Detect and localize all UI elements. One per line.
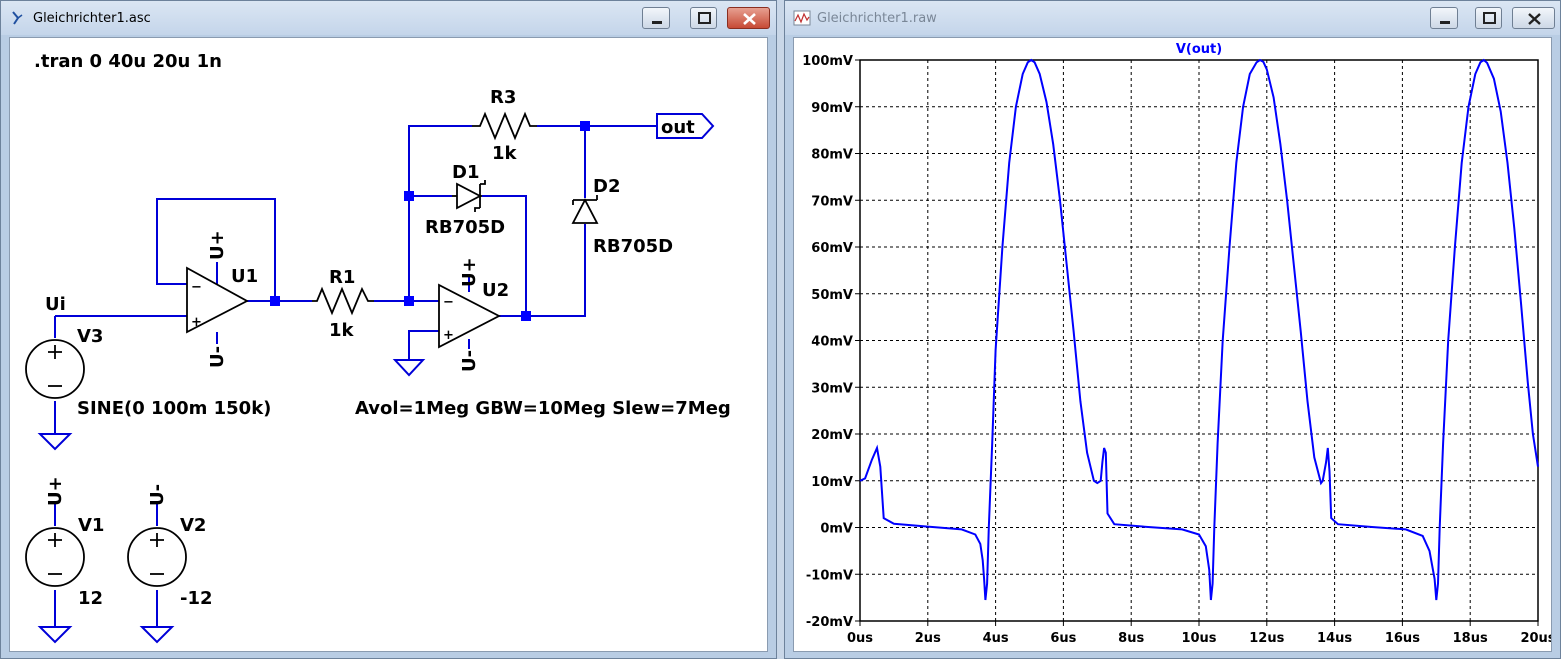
y-tick-label: 100mV bbox=[802, 54, 853, 69]
waveform-plot-pane[interactable]: V(out) 0us 2us 4us 6us 8us 10us 12us 14us 16us 18… bbox=[793, 37, 1552, 652]
minimize-button[interactable] bbox=[642, 7, 670, 29]
schematic-canvas[interactable]: .tran 0 40u 20u 1n bbox=[9, 37, 768, 652]
v2-value: -12 bbox=[180, 588, 213, 609]
y-tick-label: 40mV bbox=[811, 335, 853, 350]
x-tick-label: 8us bbox=[1118, 631, 1144, 646]
x-tick-label: 2us bbox=[915, 631, 941, 646]
x-tick-label: 18us bbox=[1453, 631, 1488, 646]
y-tick-label: -10mV bbox=[806, 568, 853, 583]
chart-title[interactable]: V(out) bbox=[1176, 42, 1222, 57]
waveform-window: Gleichrichter1.raw V(out) 0us 2us 4us 6us 8u… bbox=[784, 0, 1561, 659]
x-tick-label: 4us bbox=[983, 631, 1009, 646]
waveform-plot[interactable]: V(out) 0us 2us 4us 6us 8us 10us 12us 14us 16us 18… bbox=[794, 38, 1552, 652]
x-tick-label: 14us bbox=[1317, 631, 1352, 646]
close-icon bbox=[1528, 13, 1541, 25]
minimize-icon bbox=[1440, 21, 1450, 24]
diode-d1[interactable]: D1 RB705D bbox=[425, 162, 505, 238]
waveform-titlebar[interactable]: Gleichrichter1.raw bbox=[785, 1, 1560, 35]
y-tick-label: 0mV bbox=[820, 522, 853, 537]
u2-supply-minus: U- bbox=[459, 350, 480, 372]
maximize-icon bbox=[698, 12, 711, 24]
diode-d2[interactable]: D2 RB705D bbox=[571, 176, 673, 257]
d2-model: RB705D bbox=[593, 236, 673, 257]
waveform-window-title: Gleichrichter1.raw bbox=[817, 11, 937, 26]
net-label-out[interactable]: out bbox=[656, 113, 715, 139]
ltspice-app-icon bbox=[12, 11, 23, 25]
x-tick-label: 16us bbox=[1385, 631, 1420, 646]
v1-label: V1 bbox=[78, 515, 104, 536]
d1-label: D1 bbox=[452, 162, 479, 183]
voltage-source-v3[interactable]: Ui V3 SINE(0 100m 150k) bbox=[25, 294, 271, 419]
v1-net-label: U+ bbox=[45, 476, 66, 506]
ground-symbols bbox=[37, 359, 426, 644]
maximize-button[interactable] bbox=[690, 7, 717, 29]
close-icon bbox=[743, 13, 756, 25]
u1-minus-pin: − bbox=[191, 280, 202, 295]
voltage-source-v1[interactable]: U+ V1 12 bbox=[25, 476, 104, 609]
x-tick-label: 6us bbox=[1050, 631, 1076, 646]
maximize-icon bbox=[1483, 12, 1496, 24]
d1-model: RB705D bbox=[425, 217, 505, 238]
opamp-params[interactable]: Avol=1Meg GBW=10Meg Slew=7Meg bbox=[355, 398, 731, 419]
r3-label: R3 bbox=[490, 87, 516, 108]
d2-label: D2 bbox=[593, 176, 620, 197]
trace-v-out[interactable] bbox=[859, 58, 1539, 601]
voltage-source-v2[interactable]: U- V2 -12 bbox=[127, 484, 213, 609]
v3-label: V3 bbox=[77, 326, 103, 347]
x-tick-label: 10us bbox=[1181, 631, 1216, 646]
schematic-window-title: Gleichrichter1.asc bbox=[33, 11, 151, 26]
opamp-u2[interactable]: − + U2 U+ U- bbox=[438, 257, 509, 372]
waveform-app-icon bbox=[793, 10, 811, 26]
resistor-r1[interactable]: R1 1k bbox=[312, 267, 374, 341]
y-tick-label: 50mV bbox=[811, 288, 853, 303]
plot-frame bbox=[859, 59, 1539, 622]
out-label: out bbox=[661, 117, 695, 138]
y-tick-label: 70mV bbox=[811, 194, 853, 209]
schematic-drawing[interactable]: .tran 0 40u 20u 1n bbox=[10, 38, 768, 652]
u1-label: U1 bbox=[231, 266, 258, 287]
u2-minus-pin: − bbox=[443, 295, 454, 310]
y-tick-label: 60mV bbox=[811, 241, 853, 256]
u2-plus-pin: + bbox=[443, 328, 454, 343]
y-tick-label: 80mV bbox=[811, 148, 853, 163]
close-button[interactable] bbox=[1512, 7, 1555, 29]
schematic-window: Gleichrichter1.asc .tran 0 40u 20u 1n bbox=[0, 0, 777, 659]
axis-ticks: 0us 2us 4us 6us 8us 10us 12us 14us 16us 18us 20us -… bbox=[802, 54, 1552, 646]
plot-grid bbox=[860, 60, 1538, 621]
wires bbox=[54, 125, 657, 627]
opamp-u1[interactable]: − + U1 U+ U- bbox=[186, 230, 258, 368]
y-tick-label: 30mV bbox=[811, 381, 853, 396]
maximize-button[interactable] bbox=[1475, 7, 1502, 29]
u2-supply-plus: U+ bbox=[459, 257, 480, 287]
resistor-r3[interactable]: R3 1k bbox=[472, 87, 537, 164]
u1-supply-plus: U+ bbox=[207, 230, 228, 260]
r3-value: 1k bbox=[492, 143, 518, 164]
v2-net-label: U- bbox=[147, 484, 168, 506]
u2-label: U2 bbox=[482, 280, 509, 301]
y-tick-label: -20mV bbox=[806, 615, 853, 630]
tran-directive[interactable]: .tran 0 40u 20u 1n bbox=[34, 51, 222, 72]
v3-value: SINE(0 100m 150k) bbox=[77, 398, 271, 419]
y-tick-label: 90mV bbox=[811, 101, 853, 116]
u1-supply-minus: U- bbox=[207, 346, 228, 368]
close-button[interactable] bbox=[727, 7, 770, 29]
y-tick-label: 10mV bbox=[811, 475, 853, 490]
v2-label: V2 bbox=[180, 515, 206, 536]
x-tick-label: 0us bbox=[847, 631, 873, 646]
x-tick-label: 12us bbox=[1249, 631, 1284, 646]
r1-label: R1 bbox=[329, 267, 355, 288]
y-tick-label: 20mV bbox=[811, 428, 853, 443]
v1-value: 12 bbox=[78, 588, 103, 609]
r1-value: 1k bbox=[329, 320, 355, 341]
u1-plus-pin: + bbox=[191, 315, 202, 330]
schematic-titlebar[interactable]: Gleichrichter1.asc bbox=[1, 1, 776, 35]
junction-dots bbox=[270, 121, 590, 321]
minimize-button[interactable] bbox=[1430, 7, 1458, 29]
ui-net-label: Ui bbox=[45, 294, 66, 315]
x-tick-label: 20us bbox=[1520, 631, 1552, 646]
minimize-icon bbox=[652, 21, 662, 24]
